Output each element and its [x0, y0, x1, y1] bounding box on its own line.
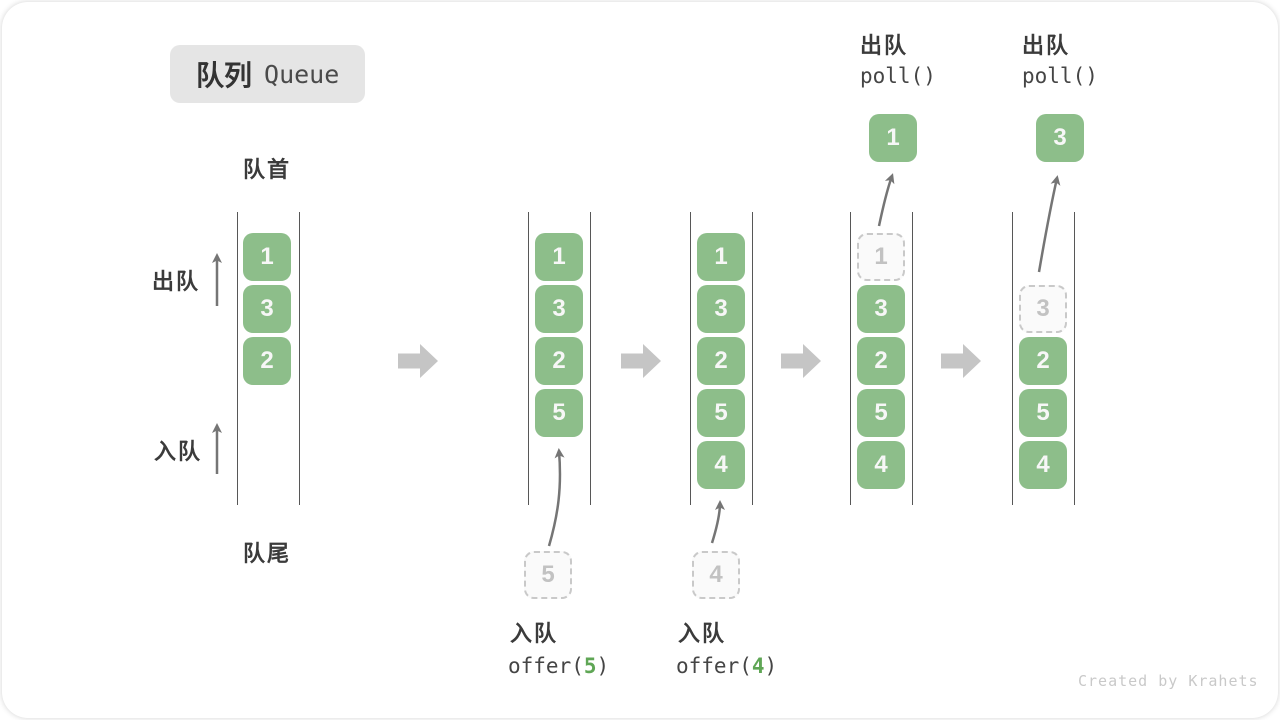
- queue-column-1: [237, 212, 300, 505]
- queue-item: 2: [243, 337, 291, 385]
- op-code-poll-1: poll(): [860, 64, 936, 88]
- code-text: offer(: [508, 654, 584, 678]
- queue-item: 5: [697, 389, 745, 437]
- queue-item: 5: [1019, 389, 1067, 437]
- queue-item: 3: [857, 285, 905, 333]
- queue-item: 2: [1019, 337, 1067, 385]
- queue-item: 4: [697, 441, 745, 489]
- queue-item: 4: [1019, 441, 1067, 489]
- code-arg: 4: [751, 654, 765, 678]
- code-text: offer(: [676, 654, 752, 678]
- op-label-enqueue-4: 入队: [678, 621, 727, 646]
- op-label-enqueue-5: 入队: [510, 621, 559, 646]
- code-arg: 5: [583, 654, 597, 678]
- watermark: Created by Krahets: [1078, 672, 1259, 690]
- queue-item: 3: [535, 285, 583, 333]
- queue-column-4: [850, 212, 913, 505]
- op-code-poll-3: poll(): [1022, 64, 1098, 88]
- queue-column-2: [528, 212, 591, 505]
- polled-item-1: 1: [869, 114, 917, 162]
- removed-slot-3: 3: [1019, 285, 1067, 333]
- label-queue-front: 队首: [243, 157, 292, 182]
- op-code-offer4: offer(4): [676, 654, 777, 678]
- pending-item-5: 5: [524, 551, 572, 599]
- label-enqueue: 入队: [154, 439, 203, 464]
- queue-item: 2: [857, 337, 905, 385]
- queue-item: 1: [243, 233, 291, 281]
- queue-column-5: [1012, 212, 1075, 505]
- title-zh: 队列: [196, 60, 253, 91]
- queue-item: 5: [535, 389, 583, 437]
- label-queue-rear: 队尾: [243, 541, 292, 566]
- op-label-dequeue-1: 出队: [860, 33, 909, 58]
- op-label-dequeue-3: 出队: [1022, 33, 1071, 58]
- code-text: ): [764, 654, 778, 678]
- title-badge: 队列 Queue: [170, 45, 366, 103]
- label-dequeue: 出队: [152, 269, 201, 294]
- queue-item: 2: [535, 337, 583, 385]
- removed-slot-1: 1: [857, 233, 905, 281]
- pending-item-4: 4: [692, 551, 740, 599]
- title-en: Queue: [264, 59, 340, 89]
- queue-item: 1: [535, 233, 583, 281]
- queue-item: 1: [697, 233, 745, 281]
- queue-item: 4: [857, 441, 905, 489]
- code-text: ): [596, 654, 610, 678]
- op-code-offer5: offer(5): [508, 654, 609, 678]
- queue-item: 3: [697, 285, 745, 333]
- queue-item: 3: [243, 285, 291, 333]
- queue-item: 2: [697, 337, 745, 385]
- polled-item-3: 3: [1036, 114, 1084, 162]
- queue-column-3: [690, 212, 753, 505]
- queue-item: 5: [857, 389, 905, 437]
